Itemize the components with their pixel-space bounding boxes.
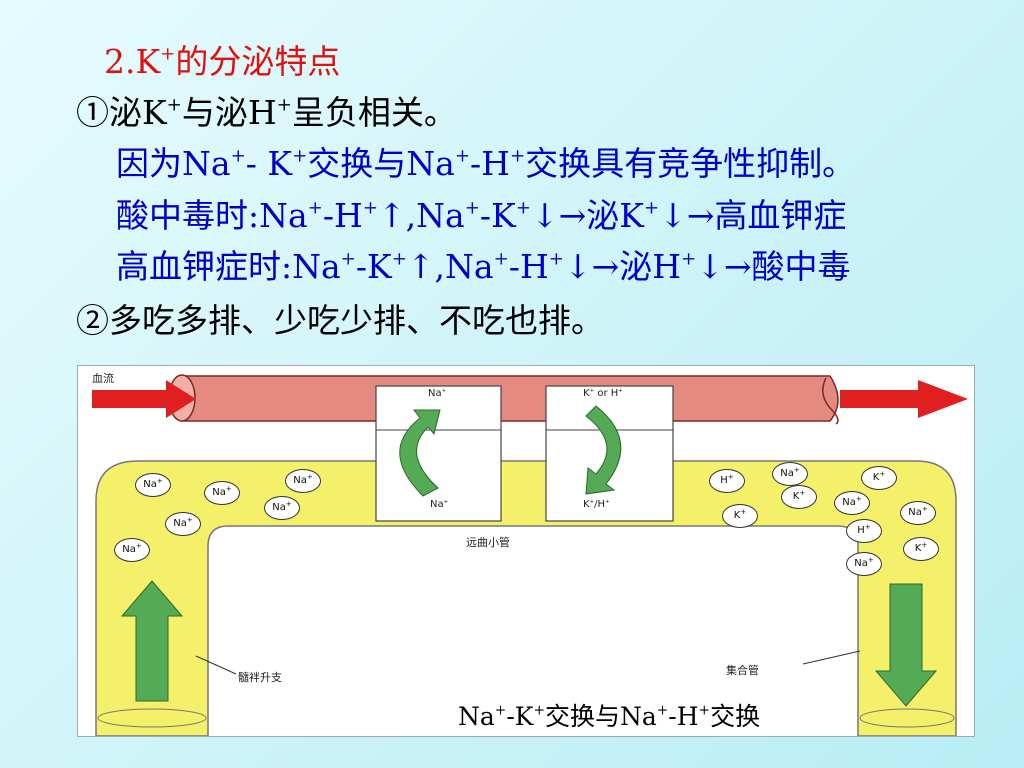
blood-vessel: [181, 375, 839, 422]
ion-k: K+: [781, 485, 817, 509]
ion-na: Na+: [285, 469, 321, 493]
blood-flow-out-arrow: [840, 380, 968, 418]
reason-text: 因为Na+- K+交换与Na+-H+交换具有竞争性抑制。: [116, 144, 856, 183]
ascending-limb-label: 髓袢升支: [238, 671, 282, 684]
blood-flow-label: 血流: [92, 372, 114, 385]
blood-vessel-tail: [822, 377, 839, 425]
diagram-caption: Na+-K+交换与Na+-H+交换: [458, 702, 761, 731]
na-reabsorption-arrow: [399, 409, 441, 497]
hyperkalemia-text: 高血钾症时:Na+-K+↑,Na+-H+↓→泌H+↓→酸中毒: [116, 247, 851, 286]
ion-na: Na+: [846, 552, 882, 576]
collecting-duct-opening: [859, 708, 955, 728]
section-title: 2.K+的分泌特点: [104, 42, 341, 81]
box-bottom-k-h-label: K+/H+: [583, 498, 610, 510]
acidosis-text: 酸中毒时:Na+-H+↑,Na+-K+↓→泌K+↓→高血钾症: [116, 196, 847, 235]
collecting-duct-label: 集合管: [726, 664, 759, 677]
diagram-graphics: [92, 374, 968, 736]
na-exchange-box: [375, 385, 502, 522]
ion-k: K+: [903, 537, 939, 561]
ascending-flow-arrow: [120, 580, 184, 702]
ascending-limb-opening: [97, 708, 207, 728]
point-1-text: ①泌K+与泌H+呈负相关。: [76, 93, 457, 132]
ion-k: K+: [861, 466, 897, 490]
ion-h: H+: [709, 469, 745, 493]
k-h-secretion-arrow: [585, 405, 622, 495]
ion-na: Na+: [900, 501, 936, 525]
ion-na: Na+: [165, 512, 201, 536]
ascending-limb-pointer: [195, 655, 237, 675]
box-top-na-label: Na+: [428, 387, 447, 399]
collecting-duct-pointer: [802, 650, 861, 665]
blood-flow-in-arrow: [92, 380, 196, 418]
point-2-text: ②多吃多排、少吃少排、不吃也排。: [76, 301, 604, 340]
ion-na: Na+: [772, 462, 808, 486]
ion-k: K+: [722, 504, 758, 528]
ion-na: Na+: [135, 473, 171, 497]
box-top-k-or-h-label: K+ or H+: [583, 387, 623, 399]
ion-na: Na+: [204, 481, 240, 505]
distal-tubule-label: 远曲小管: [466, 536, 510, 549]
collecting-flow-arrow: [874, 583, 938, 707]
ion-h: H+: [846, 519, 882, 543]
box-bottom-na-label: Na+: [430, 498, 449, 510]
exchange-diagram: 血流 远曲小管 髓袢升支 集合管 Na+ Na+ K+ or H+ K+/H+ …: [77, 365, 975, 737]
ion-na: Na+: [114, 538, 150, 562]
ion-na: Na+: [834, 491, 870, 515]
ion-na: Na+: [264, 496, 300, 520]
